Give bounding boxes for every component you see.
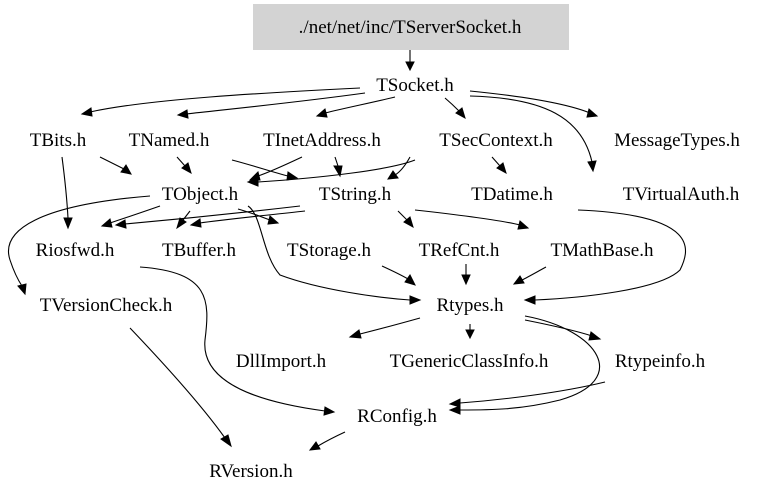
arrowhead xyxy=(220,434,232,448)
node-tversioncheck[interactable]: TVersionCheck.h xyxy=(40,295,173,316)
arrowhead xyxy=(517,220,530,230)
arrowhead xyxy=(455,107,466,120)
node-rtypes[interactable]: Rtypes.h xyxy=(436,295,504,316)
edge-tseccontext-to-tobject xyxy=(257,159,416,183)
arrowhead xyxy=(246,177,259,187)
node-tbits[interactable]: TBits.h xyxy=(30,130,87,151)
arrowhead xyxy=(181,162,192,175)
node-tnamed[interactable]: TNamed.h xyxy=(129,130,210,151)
edge-tstring-to-trefcnt xyxy=(397,210,408,221)
node-tsocket[interactable]: TSocket.h xyxy=(376,75,454,96)
arrowhead xyxy=(17,283,27,296)
arrowhead xyxy=(267,215,280,225)
edge-tstring-to-riosfwd xyxy=(124,205,301,225)
edge-tinetaddress-to-tstring xyxy=(334,156,339,167)
edge-tseccontext-to-tstring xyxy=(394,156,411,176)
edge-tobject-to-tversioncheck xyxy=(8,195,151,287)
edge-tstorage-to-rtypes xyxy=(381,265,409,280)
edge-tinetaddress-to-tobject xyxy=(257,156,303,177)
arrowhead xyxy=(176,217,187,230)
arrowhead xyxy=(308,441,321,451)
arrowhead xyxy=(348,329,362,339)
edge-rtypes-to-rtypeinfo xyxy=(524,319,593,337)
edge-tnamed-to-tstring xyxy=(231,159,289,177)
arrowhead xyxy=(323,406,336,416)
node-tinetaddress[interactable]: TInetAddress.h xyxy=(263,130,381,151)
arrowhead xyxy=(114,219,127,229)
arrowhead xyxy=(512,275,525,285)
node-rconfig[interactable]: RConfig.h xyxy=(357,406,437,427)
edge-tsocket-to-tvirtualauth xyxy=(469,95,593,163)
edge-tobject-to-tstorage xyxy=(237,208,271,221)
edge-tvirtualauth-to-rtypes xyxy=(534,209,687,301)
arrowhead xyxy=(448,405,461,415)
root-node-box xyxy=(253,4,569,50)
node-riosfwd[interactable]: Riosfwd.h xyxy=(36,240,115,261)
edge-rtypes-to-dllimport xyxy=(359,317,421,335)
edge-tbits-to-tobject xyxy=(99,156,125,170)
edge-tstring-to-tbuffer xyxy=(199,210,306,224)
node-tstring[interactable]: TString.h xyxy=(319,184,392,205)
arrowhead xyxy=(496,162,507,175)
nodes: ./net/net/inc/TServerSocket.h TSocket.h … xyxy=(30,4,740,482)
node-dllimport[interactable]: DllImport.h xyxy=(236,351,327,372)
edge-tsocket-to-messagetypes xyxy=(469,90,591,114)
arrowhead xyxy=(465,329,475,340)
arrowhead xyxy=(588,331,602,341)
edge-tsocket-to-tinetaddress xyxy=(324,96,396,114)
edge-tobject-to-riosfwd xyxy=(109,205,161,224)
node-rversion[interactable]: RVersion.h xyxy=(209,461,293,482)
arrowhead xyxy=(176,109,189,119)
node-tseccontext[interactable]: TSecContext.h xyxy=(439,130,553,151)
arrowhead xyxy=(587,160,597,173)
arrowhead xyxy=(120,164,132,175)
arrowhead xyxy=(461,274,471,286)
node-tvirtualauth[interactable]: TVirtualAuth.h xyxy=(623,184,740,205)
arrowhead xyxy=(586,108,599,118)
node-tbuffer[interactable]: TBuffer.h xyxy=(162,240,237,261)
edge-tsocket-to-tseccontext xyxy=(444,97,460,112)
arrowhead xyxy=(100,218,113,228)
edge-tsocket-to-tnamed xyxy=(185,92,366,115)
root-node[interactable]: ./net/net/inc/TServerSocket.h xyxy=(299,17,522,38)
node-tgenericclassinfo[interactable]: TGenericClassInfo.h xyxy=(390,351,549,372)
node-tmathbase[interactable]: TMathBase.h xyxy=(551,240,654,261)
arrowhead xyxy=(523,295,536,305)
edge-tstring-to-tmathbase xyxy=(414,209,521,226)
arrowhead xyxy=(404,274,416,286)
arrowhead xyxy=(448,398,461,408)
edge-rconfig-to-rversion xyxy=(317,431,346,447)
arrowhead xyxy=(387,170,399,180)
arrowhead xyxy=(405,61,415,72)
edge-tversioncheck-to-rversion xyxy=(129,327,226,439)
arrowhead xyxy=(63,217,73,230)
node-tdatime[interactable]: TDatime.h xyxy=(471,184,553,205)
edge-tobject-to-rtypes xyxy=(247,205,411,301)
edge-rtypeinfo-to-rconfig xyxy=(459,381,606,404)
node-tobject[interactable]: TObject.h xyxy=(162,184,239,205)
node-messagetypes[interactable]: MessageTypes.h xyxy=(614,130,740,151)
edge-tnamed-to-tobject xyxy=(176,156,186,167)
node-tstorage[interactable]: TStorage.h xyxy=(287,240,371,261)
edges xyxy=(8,50,687,451)
arrowhead xyxy=(333,165,343,178)
arrowhead xyxy=(403,216,414,229)
edge-tsocket-to-tbits xyxy=(89,87,361,113)
node-rtypeinfo[interactable]: Rtypeinfo.h xyxy=(615,351,706,372)
edge-riosfwd-to-rconfig xyxy=(139,266,326,412)
arrowhead xyxy=(409,295,422,305)
node-trefcnt[interactable]: TRefCnt.h xyxy=(419,240,500,261)
arrowhead xyxy=(189,218,202,228)
arrowhead xyxy=(315,108,328,118)
edge-rtypes-to-rconfig xyxy=(459,315,601,411)
arrowhead xyxy=(80,107,93,117)
edge-tseccontext-to-tdatime xyxy=(491,156,501,167)
edge-tmathbase-to-rtypes xyxy=(521,266,547,281)
edge-tbits-to-riosfwd xyxy=(61,156,69,219)
